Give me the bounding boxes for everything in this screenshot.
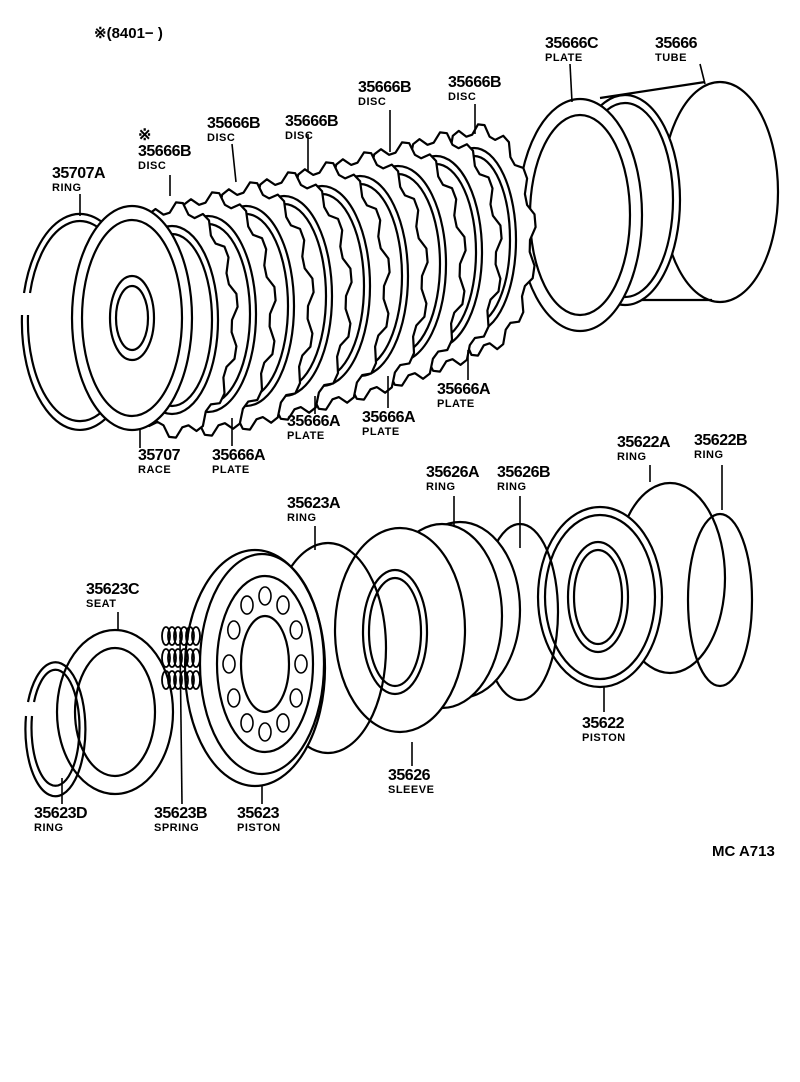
header-note: ※(8401− ) bbox=[94, 25, 163, 42]
piston-35622-part bbox=[536, 505, 664, 689]
leader-lines bbox=[61, 63, 723, 805]
sleeve-35626-part bbox=[333, 520, 522, 734]
clutch-pack-parts bbox=[113, 123, 537, 439]
spring-35623b-part bbox=[161, 626, 201, 690]
piston-35623-part bbox=[183, 548, 327, 788]
diagram-code: MC A713 bbox=[712, 843, 775, 860]
ring-35622b-part bbox=[686, 512, 754, 688]
spring-coil-3 bbox=[161, 670, 201, 690]
plate-35666c-part bbox=[516, 97, 644, 333]
spring-coil-2 bbox=[161, 648, 201, 668]
race-35707-part bbox=[70, 204, 194, 432]
ring-35623d-part bbox=[24, 661, 87, 798]
seat-35623c-part bbox=[55, 628, 175, 796]
spring-coil-1 bbox=[161, 626, 201, 646]
